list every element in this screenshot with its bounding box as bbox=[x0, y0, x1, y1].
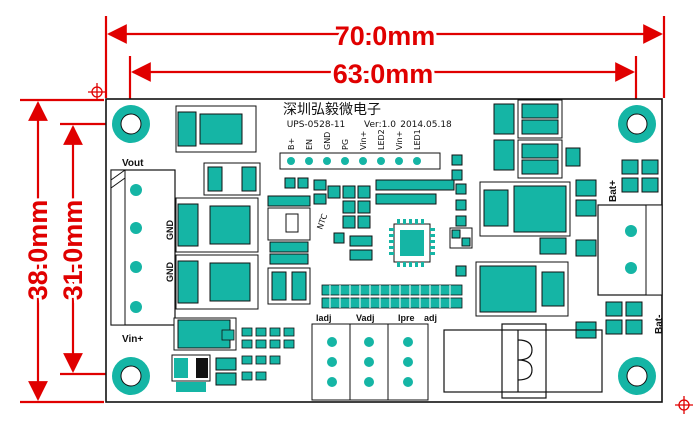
model-label: UPS-0528-11 bbox=[287, 120, 346, 130]
small-components-a bbox=[267, 177, 327, 305]
pin-labels: B+ EN GND PG Vin+ LED2 Vin+ LED1 bbox=[287, 129, 422, 150]
dimension-lines bbox=[20, 16, 666, 404]
ipre-label: Ipre bbox=[398, 313, 415, 323]
pin-label: PG bbox=[341, 139, 350, 150]
passives-lower-left bbox=[221, 327, 295, 381]
battery-terminal bbox=[597, 204, 663, 296]
vout-terminal bbox=[110, 169, 176, 326]
pin-label: Vin+ bbox=[395, 131, 404, 150]
pin-label: LED1 bbox=[413, 129, 422, 150]
resistor-bank-bottom bbox=[321, 284, 463, 309]
dim-outer-width: 70.0mm bbox=[335, 21, 436, 51]
date-label: 2014.05.18 bbox=[400, 120, 452, 130]
adj-label: adj bbox=[424, 313, 437, 323]
pin-label: B+ bbox=[287, 138, 296, 150]
pin-label: Vin+ bbox=[359, 131, 368, 150]
company-label: 深圳弘毅微电子 bbox=[283, 101, 381, 118]
resistor-bank-ticks bbox=[329, 285, 451, 308]
pin-label: EN bbox=[305, 139, 314, 150]
bat-plus-label: Bat+ bbox=[608, 180, 619, 202]
diode-bottom-left bbox=[171, 354, 237, 392]
bat-minus-label: Bat- bbox=[654, 315, 665, 334]
pin-label: GND bbox=[323, 132, 332, 150]
vout-label: Vout bbox=[122, 158, 144, 169]
bat-plus-pads bbox=[621, 159, 659, 193]
reference-marks bbox=[88, 83, 693, 414]
coil-outline bbox=[443, 323, 603, 399]
version-label: Ver:1.0 bbox=[364, 120, 396, 130]
dim-outer-height: 38.0mm bbox=[23, 200, 53, 301]
bat-minus-pads bbox=[605, 301, 643, 335]
power-components-left bbox=[173, 105, 261, 351]
dim-hole-spacing-y: 31.0mm bbox=[58, 200, 88, 301]
controller-ic bbox=[389, 219, 435, 267]
gnd-label-2: GND bbox=[165, 262, 175, 283]
pin-label: LED2 bbox=[377, 129, 386, 150]
dim-hole-spacing-x: 63.0mm bbox=[333, 59, 434, 89]
iadj-label: Iadj bbox=[316, 313, 332, 323]
header-pin-row bbox=[279, 152, 441, 170]
passive-array-center bbox=[327, 154, 473, 277]
power-components-right bbox=[475, 99, 597, 339]
vin-label: Vin+ bbox=[122, 334, 143, 345]
trim-pots bbox=[311, 323, 429, 401]
mounting-holes bbox=[112, 105, 656, 395]
vadj-label: Vadj bbox=[356, 313, 375, 323]
gnd-label-1: GND bbox=[165, 220, 175, 241]
